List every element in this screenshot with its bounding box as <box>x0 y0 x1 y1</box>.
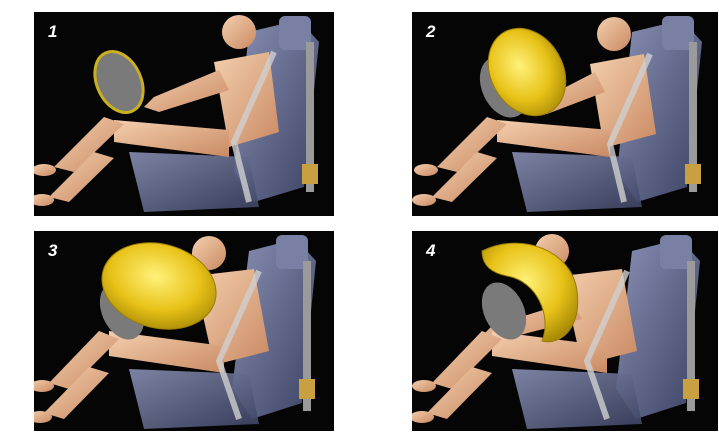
seat-cushion <box>512 369 642 429</box>
panel-number-label: 4 <box>426 242 435 259</box>
dummy-arm <box>144 70 229 112</box>
dummy-head <box>222 15 256 49</box>
crash-panel-2: 2 <box>412 12 718 216</box>
dummy-thigh <box>114 120 229 157</box>
crash-test-illustration-4 <box>412 231 718 431</box>
dummy-thigh <box>497 120 610 157</box>
belt-retractor <box>683 379 699 399</box>
panel-number-label: 1 <box>48 23 57 40</box>
crash-test-illustration-3 <box>34 231 334 431</box>
belt-retractor <box>299 379 315 399</box>
crash-test-illustration-2 <box>412 12 718 216</box>
crash-panel-3: 3 <box>34 231 334 431</box>
seat-cushion <box>129 369 259 429</box>
crash-test-illustration-1 <box>34 12 334 216</box>
panel-number-label: 2 <box>426 23 435 40</box>
belt-retractor <box>685 164 701 184</box>
seat-cushion <box>512 152 642 212</box>
belt-retractor <box>302 164 318 184</box>
dummy-head <box>597 17 631 51</box>
crash-panel-1: 1 <box>34 12 334 216</box>
steering-wheel <box>86 44 153 121</box>
crash-panel-4: 4 <box>412 231 718 431</box>
airbag <box>473 14 581 130</box>
panel-number-label: 3 <box>48 242 57 259</box>
